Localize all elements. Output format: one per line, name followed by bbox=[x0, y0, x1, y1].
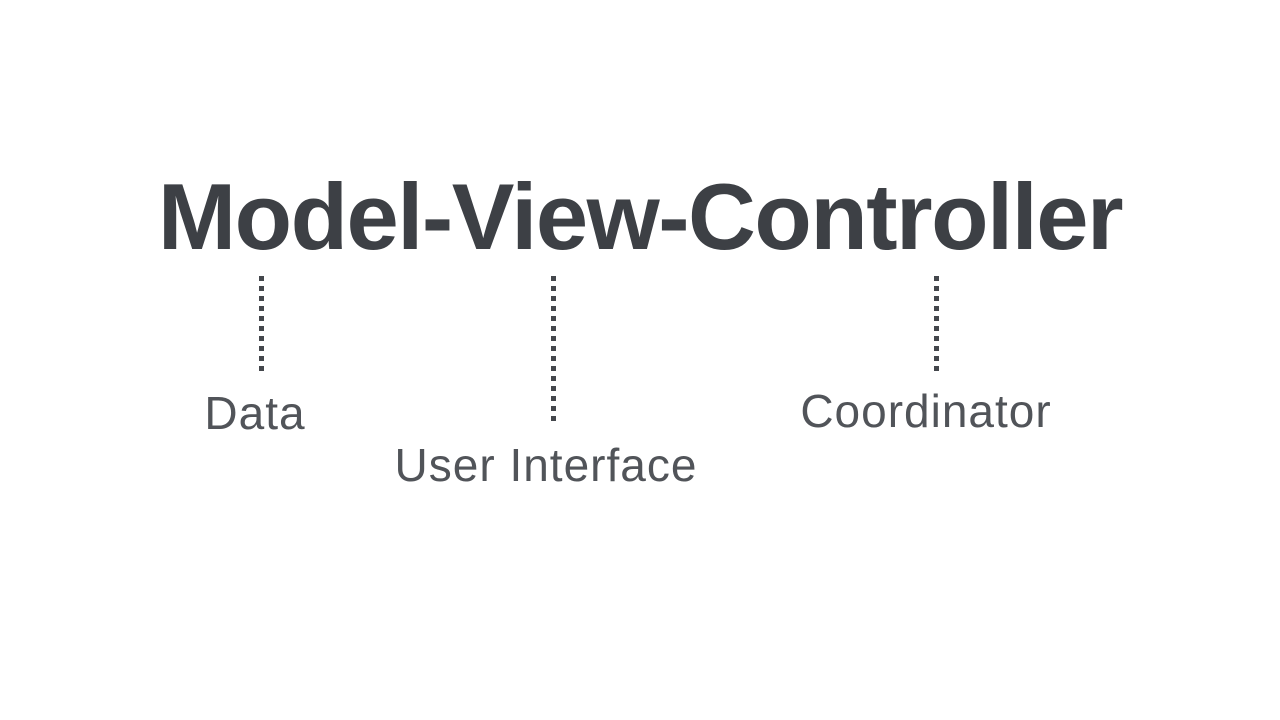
label-controller-meaning: Coordinator bbox=[800, 385, 1052, 437]
label-model-meaning: Data bbox=[204, 387, 306, 439]
connector-model-to-data bbox=[259, 276, 264, 371]
diagram-title: Model-View-Controller bbox=[157, 164, 1124, 269]
connector-view-to-user-interface bbox=[551, 276, 556, 421]
label-view-meaning: User Interface bbox=[394, 439, 698, 491]
connector-controller-to-coordinator bbox=[934, 276, 939, 371]
